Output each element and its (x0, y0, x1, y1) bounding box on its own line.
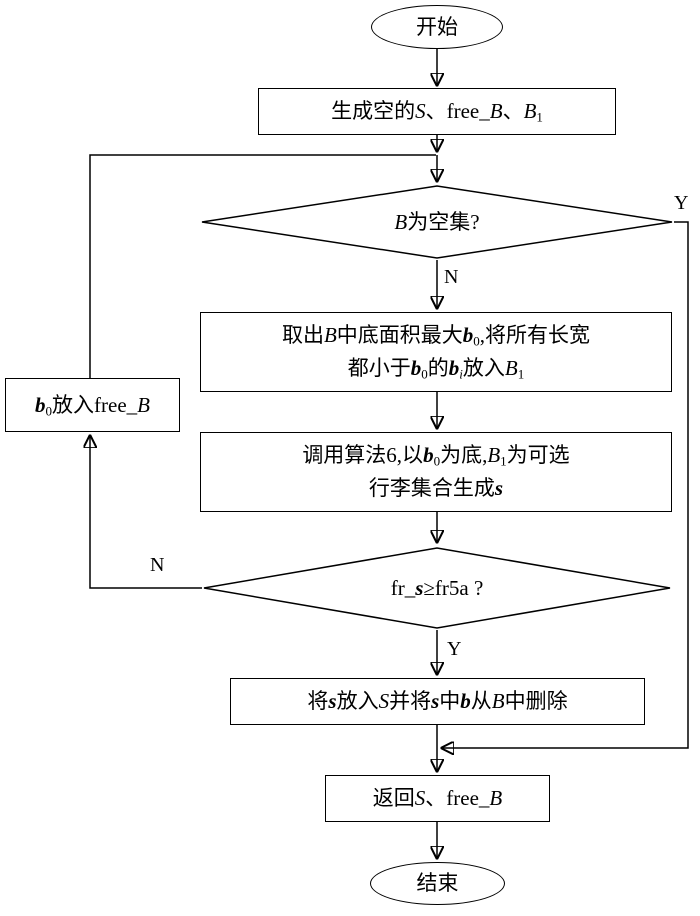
node-start-label: 开始 (416, 14, 458, 39)
node-create-sets-label: 生成空的S、free_B、B1 (331, 99, 543, 125)
node-b0-to-free: b0放入free_B (5, 378, 180, 432)
diamond-shape (203, 547, 671, 629)
node-b0-to-free-label: b0放入free_B (35, 392, 150, 419)
node-pick-b0-line2: 都小于b0的bi放入B1 (347, 356, 525, 382)
edge-label-decision1-yes: Y (674, 192, 689, 214)
node-return-result-label: 返回S、free_B (372, 786, 503, 811)
node-call-alg6-line2: 行李集合生成s (368, 476, 504, 501)
edge-label-decision2-no: N (150, 554, 165, 576)
node-start-terminator: 开始 (371, 5, 503, 49)
node-pick-b0: 取出B中底面积最大b0,将所有长宽 都小于b0的bi放入B1 (200, 312, 672, 392)
node-create-sets: 生成空的S、free_B、B1 (258, 88, 616, 135)
node-call-alg6-line1: 调用算法6,以b0为底,B1为可选 (302, 443, 570, 469)
node-call-alg6: 调用算法6,以b0为底,B1为可选 行李集合生成s (200, 432, 672, 512)
edge-decision1-yes (442, 221, 689, 748)
node-commit-s-label: 将s放入S并将s中b从B中删除 (307, 689, 568, 714)
node-decision-b-empty: B为空集? (200, 184, 674, 260)
node-end-terminator: 结束 (370, 862, 505, 905)
edge-sidebox-to-junction (89, 154, 436, 378)
node-end-label: 结束 (416, 871, 459, 896)
edge-label-decision2-yes: Y (447, 638, 462, 660)
diamond-shape (201, 185, 673, 259)
edge-decision2-no (90, 436, 202, 589)
node-commit-s: 将s放入S并将s中b从B中删除 (230, 678, 645, 725)
edge-label-decision1-no: N (444, 266, 459, 288)
node-decision-fr-label: fr_s≥fr5a ? (390, 575, 484, 600)
node-decision-b-empty-label: B为空集? (394, 209, 480, 234)
node-return-result: 返回S、free_B (325, 775, 550, 822)
node-pick-b0-line1: 取出B中底面积最大b0,将所有长宽 (281, 323, 591, 349)
node-decision-fr: fr_s≥fr5a ? (202, 546, 672, 630)
